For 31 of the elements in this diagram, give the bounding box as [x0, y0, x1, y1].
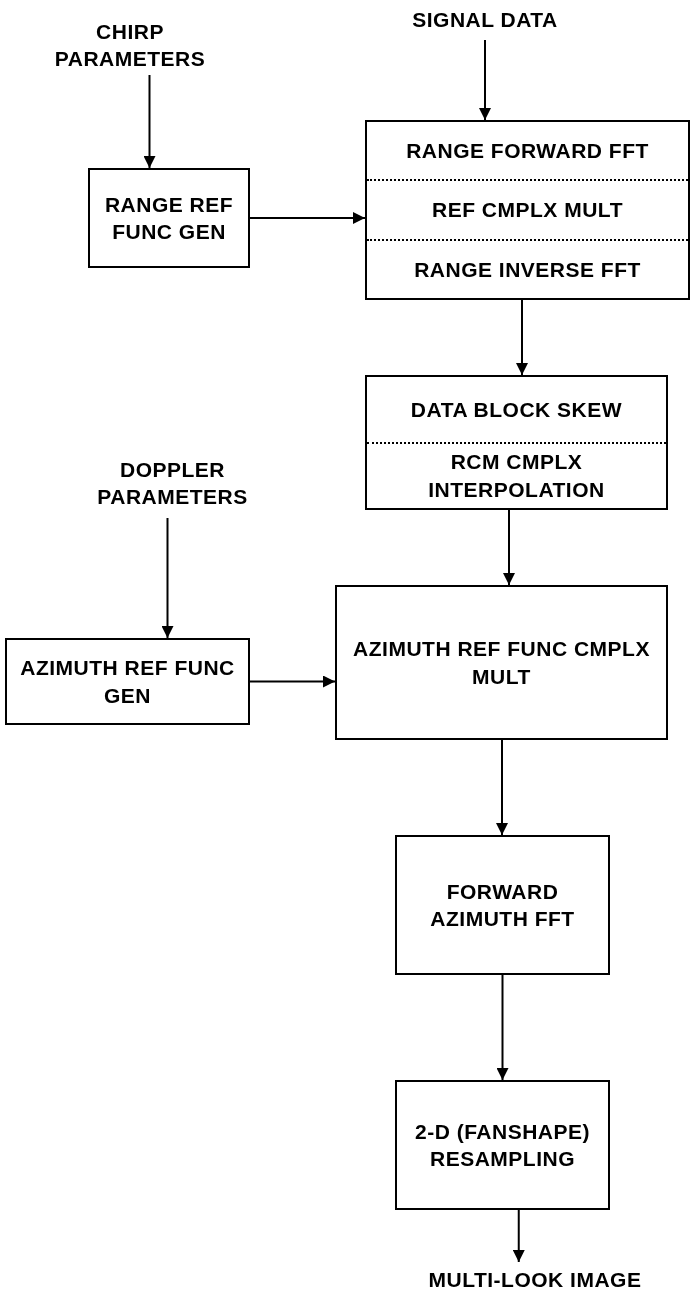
sectioned-process-box [365, 375, 668, 510]
process-label: AZIMUTH REF FUNC CMPLX MULT [352, 636, 651, 690]
io-label: DOPPLER PARAMETERS [96, 456, 249, 510]
process-label: RANGE FORWARD FFT [406, 138, 649, 164]
io-label: SIGNAL DATA [412, 7, 558, 34]
process-label: REF CMPLX MULT [432, 197, 623, 224]
arrow [249, 212, 366, 224]
sectioned-process-box [365, 120, 690, 300]
process-box [5, 638, 250, 725]
process-label: RCM CMPLX INTERPOLATION [427, 449, 606, 503]
process-box [335, 585, 668, 740]
arrow [496, 739, 508, 836]
process-box [395, 835, 610, 975]
arrow [479, 39, 491, 121]
arrow [512, 1209, 525, 1263]
arrow [496, 974, 509, 1081]
process-box [88, 168, 250, 268]
process-box [395, 1080, 610, 1210]
process-label: 2-D (FANSHAPE) RESAMPLING [414, 1118, 591, 1172]
process-label: DATA BLOCK SKEW [410, 396, 623, 423]
process-label: RANGE INVERSE FFT [414, 256, 641, 283]
process-label: FORWARD AZIMUTH FFT [429, 878, 576, 932]
arrow [143, 74, 156, 169]
arrow [249, 675, 336, 688]
arrow [503, 509, 515, 586]
process-label: AZIMUTH REF FUNC GEN [19, 655, 236, 709]
io-label: MULTI-LOOK IMAGE [428, 1267, 642, 1294]
arrow [516, 299, 528, 376]
arrow [161, 517, 174, 639]
io-label: CHIRP PARAMETERS [54, 18, 206, 72]
process-label: RANGE REF FUNC GEN [103, 191, 235, 245]
